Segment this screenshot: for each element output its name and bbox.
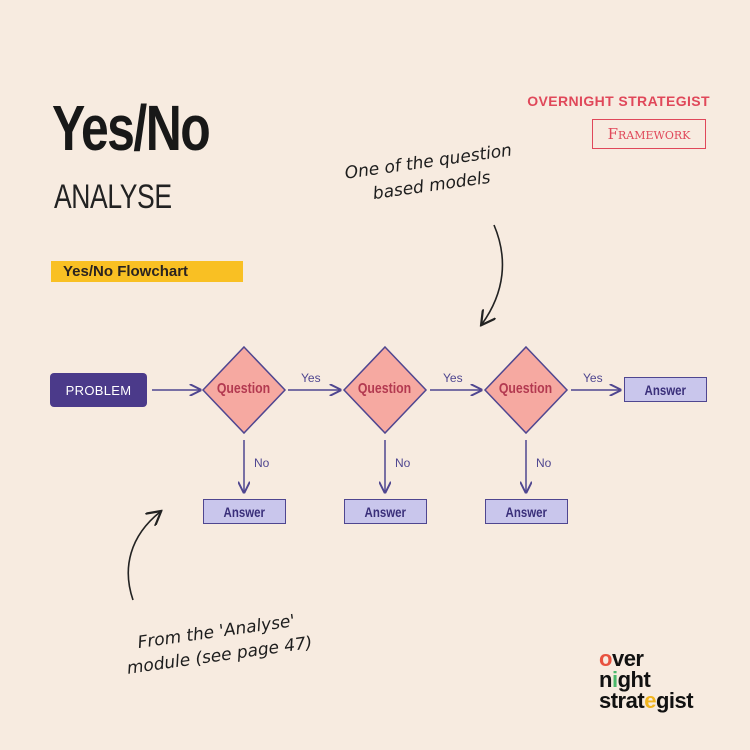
- brand-logo: over night strategist: [599, 646, 694, 713]
- no-label-1: No: [254, 456, 270, 470]
- answer-node-no-3: Answer: [485, 499, 568, 524]
- problem-node: PROBLEM: [50, 373, 147, 407]
- question-label-2: Question: [358, 380, 412, 397]
- page-subtitle: ANALYSE: [54, 178, 172, 216]
- page-title: Yes/No: [52, 92, 211, 164]
- no-label-3: No: [536, 456, 552, 470]
- question-diamond-3: [483, 345, 569, 435]
- flowchart-tag: Yes/No Flowchart: [51, 261, 243, 282]
- question-diamond-2: [342, 345, 428, 435]
- yes-label-1: Yes: [301, 371, 321, 385]
- answer-node-yes: Answer: [624, 377, 707, 402]
- question-label-3: Question: [499, 380, 553, 397]
- brand-label: OVERNIGHT STRATEGIST: [527, 93, 710, 109]
- answer-node-no-2: Answer: [344, 499, 427, 524]
- no-label-2: No: [395, 456, 411, 470]
- yes-label-2: Yes: [443, 371, 463, 385]
- yes-label-3: Yes: [583, 371, 603, 385]
- note-top-arrow: [482, 224, 504, 324]
- question-diamond-1: [201, 345, 287, 435]
- answer-node-no-1: Answer: [203, 499, 286, 524]
- question-label-1: Question: [217, 380, 271, 397]
- note-bottom-arrow: [127, 512, 160, 601]
- framework-badge: Framework: [592, 119, 706, 149]
